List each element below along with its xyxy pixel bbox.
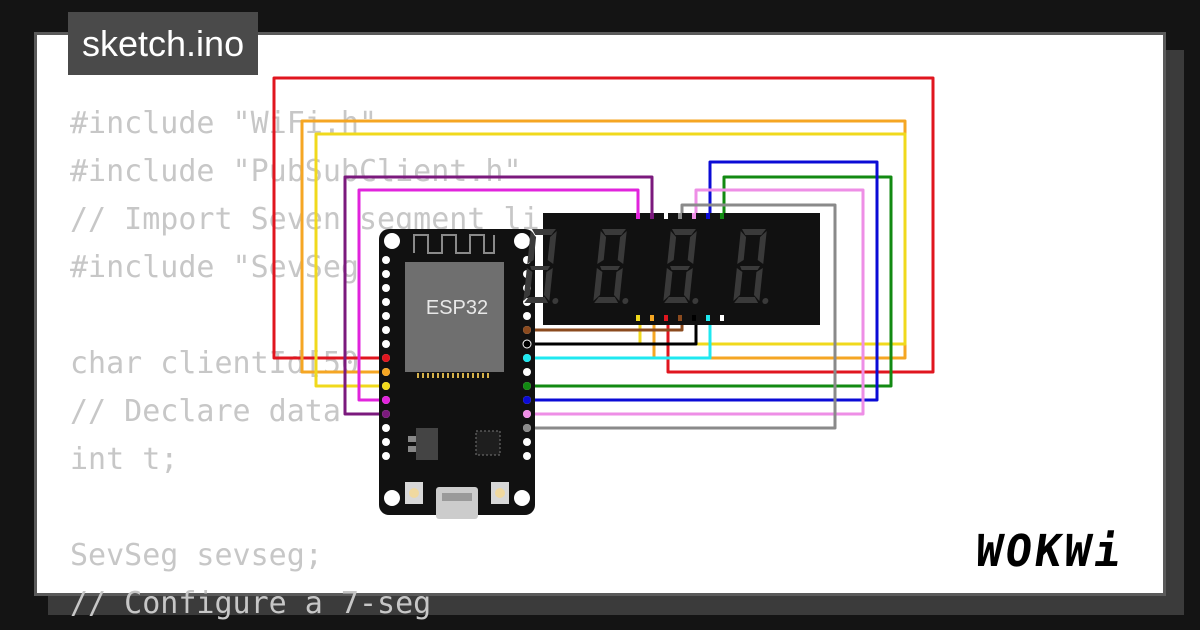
voltage-regulator <box>416 428 438 460</box>
wire-purple <box>343 175 654 416</box>
digit-1 <box>523 229 559 304</box>
esp32-label: ESP32 <box>426 297 488 319</box>
digit-2 <box>593 229 629 304</box>
code-line: char clientId[50 <box>70 346 359 381</box>
esp32-board[interactable]: ESP32 <box>379 229 535 519</box>
bottom-pins <box>636 315 724 321</box>
code-line: #include "SevSeg <box>70 250 359 285</box>
mount-hole <box>514 233 530 249</box>
esp32-module <box>405 262 504 372</box>
file-tab[interactable]: sketch.ino <box>68 12 259 75</box>
digits <box>523 229 769 304</box>
wire-gray <box>527 203 837 430</box>
wire-red <box>272 76 935 374</box>
mount-hole <box>514 490 530 506</box>
connected-pins <box>382 354 390 418</box>
mount-hole <box>384 490 400 506</box>
wokwi-logo: WOKWi <box>972 526 1128 577</box>
module-pads <box>417 373 489 378</box>
seven-segment-display[interactable] <box>523 213 820 325</box>
code-line: #include "PubSubClient.h" <box>70 154 522 189</box>
wires <box>272 76 935 430</box>
code-line: SevSeg sevseg; <box>70 538 323 573</box>
wire-blue <box>527 160 879 402</box>
connected-pins-right <box>522 326 532 432</box>
wire-magenta <box>357 188 640 402</box>
code-editor[interactable]: #include "WiFi.h"#include "PubSubClient.… <box>70 100 540 628</box>
code-line: int t; <box>70 442 179 477</box>
antenna-trace <box>413 234 495 254</box>
mount-hole <box>384 233 400 249</box>
usb-uart-chip <box>475 430 501 456</box>
code-line: // Configure a 7-seg <box>70 586 432 621</box>
wire-cyan <box>527 318 712 360</box>
digit-3 <box>663 229 699 304</box>
usb-port <box>436 487 478 519</box>
top-pins <box>636 213 724 219</box>
wire-black <box>527 318 698 346</box>
code-line: // Declare data <box>70 394 341 429</box>
wire-pink <box>527 188 865 416</box>
digit-4 <box>733 229 769 304</box>
